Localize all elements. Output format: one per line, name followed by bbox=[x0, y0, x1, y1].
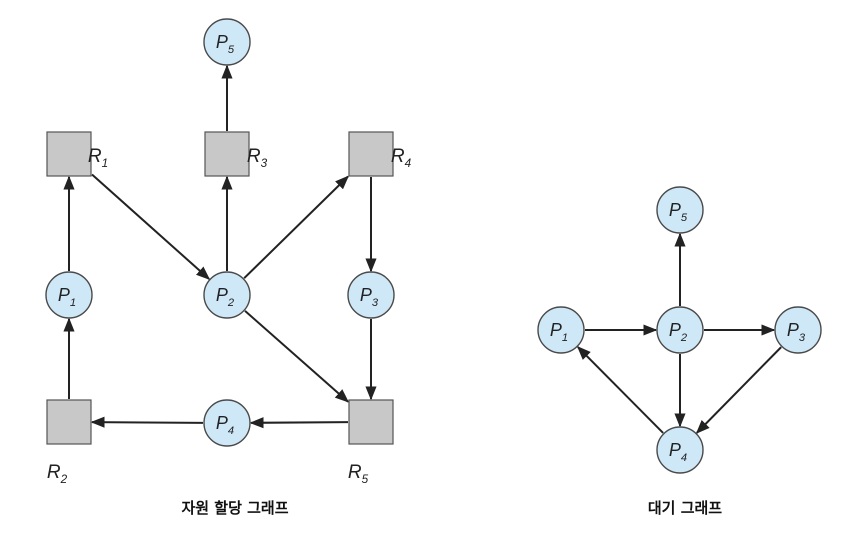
wait-for-graph-caption: 대기 그래프 bbox=[647, 499, 723, 517]
rag-resource-r4 bbox=[348, 131, 394, 177]
wfg-edge-p4-to-p1 bbox=[576, 346, 664, 434]
rag-process-p1 bbox=[45, 271, 93, 319]
rag-edge-r1-to-p2 bbox=[91, 173, 211, 280]
rag-process-label-p2: P2 bbox=[216, 285, 235, 309]
rag-process-label-p5: P5 bbox=[216, 32, 235, 56]
rag-process-label-p1: P1 bbox=[58, 285, 76, 309]
wfg-process-label-p3: P3 bbox=[787, 320, 806, 344]
resource-allocation-graph-caption: 자원 할당 그래프 bbox=[181, 499, 289, 517]
rag-process-p2 bbox=[203, 271, 251, 319]
wfg-edge-p3-to-p4 bbox=[695, 346, 782, 434]
rag-edge-p2-to-r4 bbox=[243, 175, 350, 279]
rag-resource-r2 bbox=[46, 399, 92, 445]
rag-process-p5 bbox=[203, 18, 251, 66]
wfg-process-p2 bbox=[656, 306, 704, 354]
rag-process-p4 bbox=[203, 399, 251, 447]
rag-resource-label-r3: R3 bbox=[247, 146, 268, 170]
rag-resource-label-r4: R4 bbox=[391, 146, 412, 170]
wfg-process-p4 bbox=[656, 426, 704, 474]
rag-edge-p2-to-r5 bbox=[244, 310, 350, 403]
rag-process-p3 bbox=[347, 271, 395, 319]
rag-resource-label-r1: R1 bbox=[88, 146, 108, 170]
wfg-process-label-p4: P4 bbox=[669, 440, 687, 464]
rag-edge-r5-to-p4 bbox=[249, 417, 349, 429]
wfg-process-p1 bbox=[537, 306, 585, 354]
wfg-process-label-p1: P1 bbox=[550, 320, 568, 344]
wfg-process-p5 bbox=[656, 186, 704, 234]
rag-edge-p4-to-r2 bbox=[90, 416, 204, 428]
rag-resource-label-r5: R5 bbox=[348, 462, 369, 486]
rag-resource-r3 bbox=[204, 131, 250, 177]
rag-resource-label-r2: R2 bbox=[47, 462, 68, 486]
rag-process-label-p3: P3 bbox=[360, 285, 379, 309]
rag-resource-r5 bbox=[348, 399, 394, 445]
rag-process-label-p4: P4 bbox=[216, 413, 234, 437]
wfg-process-label-p2: P2 bbox=[669, 320, 688, 344]
rag-resource-r1 bbox=[46, 131, 92, 177]
wfg-process-label-p5: P5 bbox=[669, 200, 688, 224]
wfg-process-p3 bbox=[774, 306, 822, 354]
